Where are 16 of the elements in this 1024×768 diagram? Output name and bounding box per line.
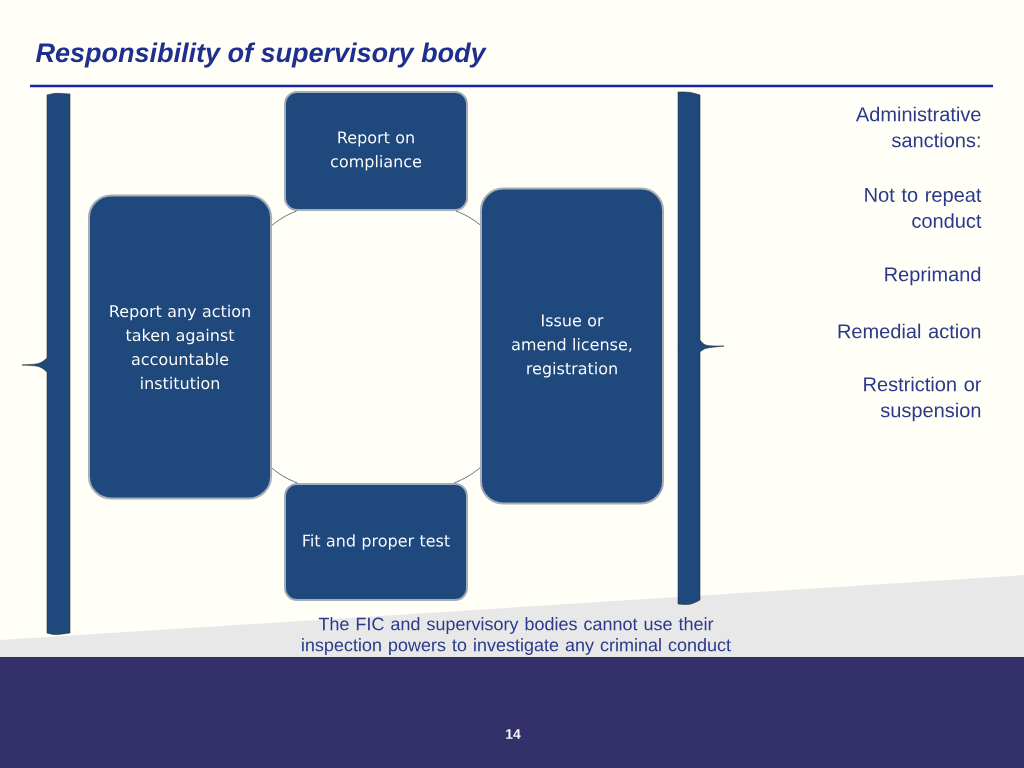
process-box: Report on compliance bbox=[284, 91, 468, 211]
slide-title: Responsibility of supervisory body bbox=[36, 42, 487, 68]
process-box: Fit and proper test bbox=[284, 483, 468, 601]
process-box: Report any action taken against accountable institution bbox=[88, 194, 272, 500]
connector-line bbox=[271, 210, 297, 226]
connector-line bbox=[453, 467, 481, 484]
page-number: 14 bbox=[506, 729, 521, 739]
process-box: Issue or amend license, registration bbox=[480, 187, 664, 505]
sanction-text: Not to repeat conduct bbox=[865, 188, 982, 228]
sanction-text: Reprimand bbox=[885, 266, 981, 286]
connector-line bbox=[455, 210, 481, 226]
footnote-text: The FIC and supervisory bodies cannot use their inspection powers to investigate any criminal conduct bbox=[302, 617, 731, 655]
sanction-text: Administrative sanctions: bbox=[855, 106, 981, 148]
connector-line bbox=[271, 467, 298, 484]
sanction-text: Remedial action bbox=[838, 323, 981, 339]
sanction-text: Restriction or suspension bbox=[864, 376, 982, 422]
